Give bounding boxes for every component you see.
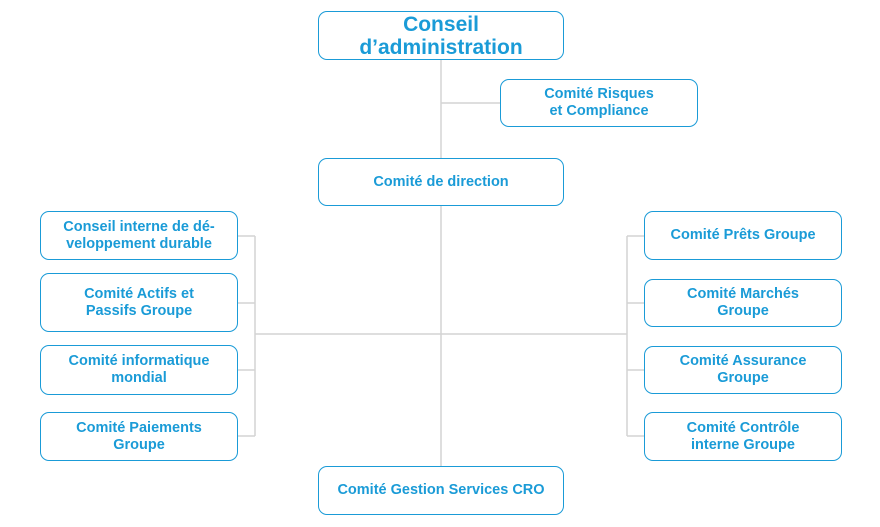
left-node-payments: Comité Paiements Groupe [40,412,238,461]
board-node: Conseil d’administration [318,11,564,60]
management-committee-node: Comité de direction [318,158,564,206]
left-node-alm: Comité Actifs et Passifs Groupe [40,273,238,332]
left-node-it: Comité informatique mondial [40,345,238,395]
cro-committee-node: Comité Gestion Services CRO [318,466,564,515]
right-node-internal-control: Comité Contrôle interne Groupe [644,412,842,461]
right-node-loans: Comité Prêts Groupe [644,211,842,260]
right-node-insurance: Comité Assurance Groupe [644,346,842,394]
risk-committee-node: Comité Risques et Compliance [500,79,698,127]
right-node-markets: Comité Marchés Groupe [644,279,842,327]
left-node-sustainability: Conseil interne de dé- veloppement durab… [40,211,238,260]
